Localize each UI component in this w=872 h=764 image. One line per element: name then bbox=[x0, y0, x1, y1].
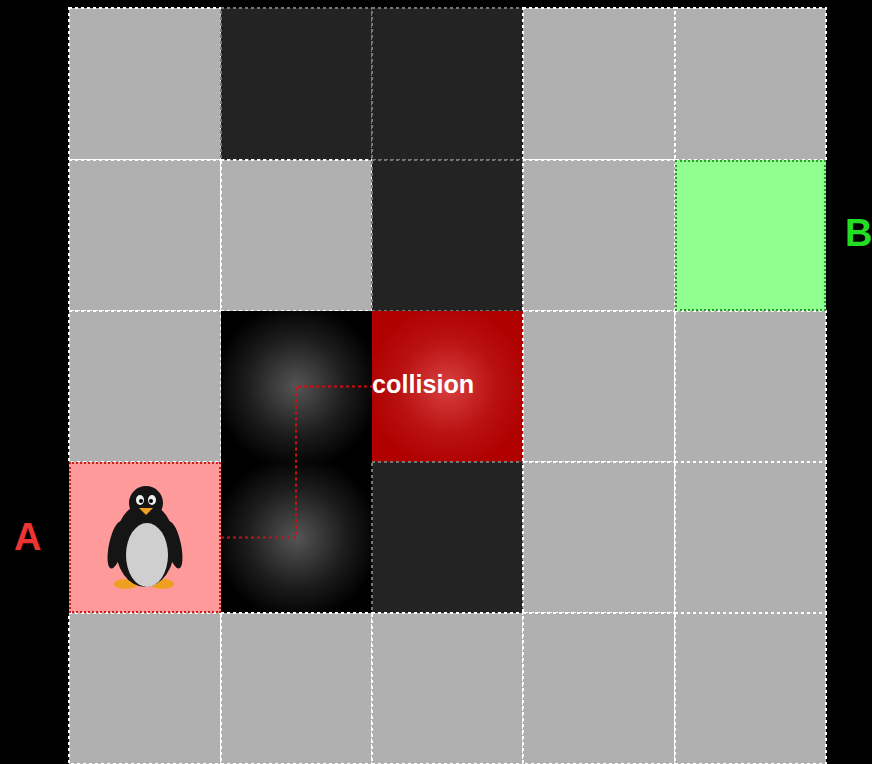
start-cell: A bbox=[69, 462, 221, 613]
penguin-icon bbox=[104, 486, 186, 589]
floor-cell bbox=[675, 311, 826, 462]
goal-fill bbox=[675, 160, 826, 311]
wall-cell bbox=[372, 462, 523, 613]
floor-cell bbox=[69, 311, 221, 462]
goal-label: B bbox=[845, 214, 872, 252]
start-label: A bbox=[14, 518, 41, 556]
collision-label: collision bbox=[372, 372, 474, 397]
path-line bbox=[221, 387, 372, 538]
start-fill bbox=[69, 462, 221, 613]
floor-cell bbox=[523, 311, 675, 462]
collision-cell: collision bbox=[372, 311, 523, 462]
goal-cell: B bbox=[675, 160, 826, 311]
floor-cell bbox=[221, 613, 372, 764]
wall-cell bbox=[372, 8, 523, 160]
path-cell bbox=[221, 311, 372, 462]
floor-cell bbox=[675, 613, 826, 764]
floor-cell bbox=[69, 613, 221, 764]
floor-cell bbox=[675, 462, 826, 613]
collision-fill bbox=[372, 311, 523, 462]
floor-cell bbox=[372, 613, 523, 764]
floor-cell bbox=[69, 160, 221, 311]
floor-cell bbox=[675, 8, 826, 160]
floor-cell bbox=[523, 160, 675, 311]
floor-cell bbox=[69, 8, 221, 160]
wall-cell bbox=[372, 160, 523, 311]
floor-cell bbox=[523, 462, 675, 613]
floor-cell bbox=[221, 160, 372, 311]
floor-cell bbox=[523, 8, 675, 160]
floor-cell bbox=[523, 613, 675, 764]
wall-cell bbox=[221, 8, 372, 160]
